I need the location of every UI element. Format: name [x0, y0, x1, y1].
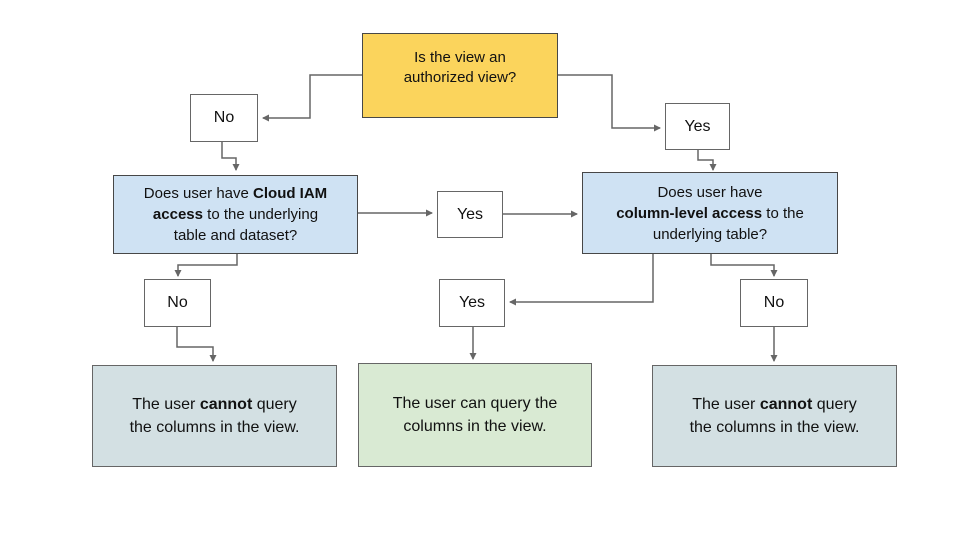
node-no-top-left: No [190, 94, 258, 142]
node-yes-bottom-middle: Yes [439, 279, 505, 327]
node-yes-top-right: Yes [665, 103, 730, 150]
node-yes-middle: Yes [437, 191, 503, 238]
node-no-bottom-left: No [144, 279, 211, 327]
connector-no-to-result-left [176, 327, 217, 362]
connector-iam-to-no-bottom [174, 254, 238, 277]
connector-column-to-yes-bottom [509, 254, 654, 306]
connector-column-to-no-bottom [710, 254, 778, 277]
connector-yes-to-column-question [697, 150, 717, 171]
connector-no-to-iam-question [221, 142, 240, 171]
connector-authorized-to-no [262, 74, 362, 122]
connector-authorized-to-yes [558, 74, 661, 132]
node-no-bottom-right: No [740, 279, 808, 327]
